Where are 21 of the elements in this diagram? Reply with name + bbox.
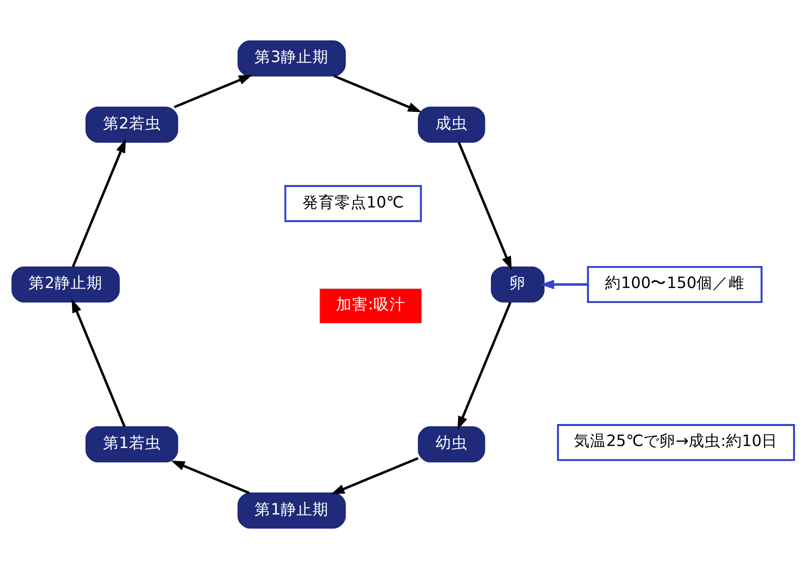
node-box: 気温25℃で卵→成虫:約10日 bbox=[557, 424, 795, 462]
node-box: 第3静止期 bbox=[238, 40, 346, 76]
node-box: 成虫 bbox=[418, 106, 486, 143]
node-box: 第2静止期 bbox=[12, 266, 120, 303]
arrow bbox=[72, 139, 126, 268]
arrow bbox=[174, 74, 252, 108]
arrow bbox=[330, 457, 418, 494]
arrow bbox=[457, 302, 512, 430]
arrow bbox=[458, 142, 512, 270]
node-box: 第1若虫 bbox=[86, 426, 178, 462]
node-box: 第2若虫 bbox=[86, 106, 178, 143]
node-box: 発育零点10℃ bbox=[284, 185, 422, 222]
node-box: 第1静止期 bbox=[238, 492, 346, 529]
arrow bbox=[334, 74, 422, 112]
node-box: 約100〜150個／雌 bbox=[586, 266, 763, 304]
arrow bbox=[171, 460, 250, 494]
node-box: 卵 bbox=[490, 266, 545, 303]
node-box: 加害:吸汁 bbox=[318, 288, 422, 324]
arrow bbox=[72, 298, 126, 428]
node-box: 幼虫 bbox=[418, 426, 486, 462]
arrow bbox=[540, 280, 588, 290]
